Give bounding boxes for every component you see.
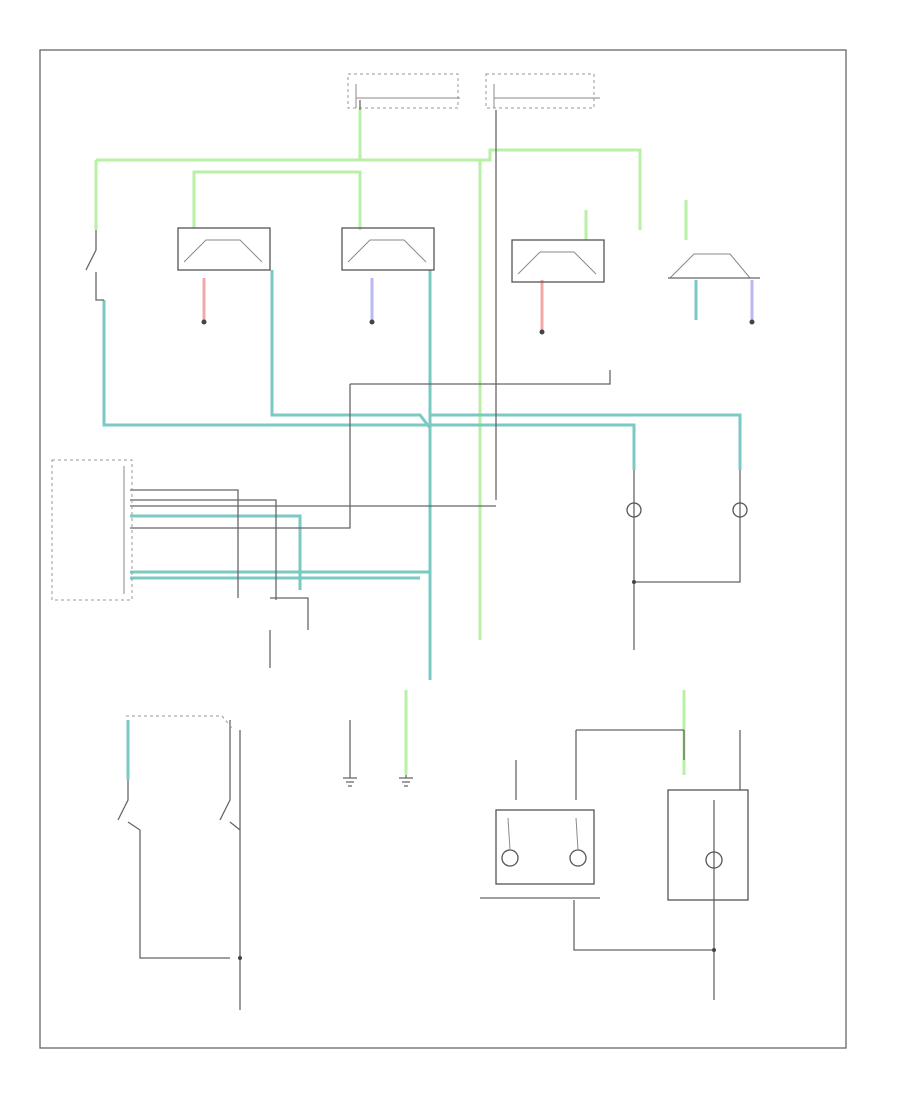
courtesy-lamp-left — [626, 502, 642, 518]
reading-lamp-assembly — [480, 809, 600, 899]
relay-module-connector — [51, 459, 133, 601]
courtesy-lamp-right — [732, 502, 748, 518]
fuse-panel-right — [485, 73, 595, 109]
right-switch-box — [511, 239, 605, 283]
diagram-frame — [39, 49, 847, 1049]
door-switch-left — [219, 720, 241, 831]
connector-pins — [201, 319, 755, 960]
wire-teal-bus — [102, 300, 636, 470]
cargo-lamp-assembly — [667, 789, 749, 901]
far-right-switch — [668, 253, 760, 279]
left-door-switch-top — [85, 230, 104, 301]
ground-right — [399, 775, 413, 787]
center-switch-box — [341, 227, 435, 271]
wire-green-feed — [94, 110, 642, 230]
ground-left — [343, 770, 357, 787]
door-switch-right — [117, 780, 141, 831]
left-switch-box — [177, 227, 271, 271]
fuse-panel-left — [347, 73, 459, 109]
